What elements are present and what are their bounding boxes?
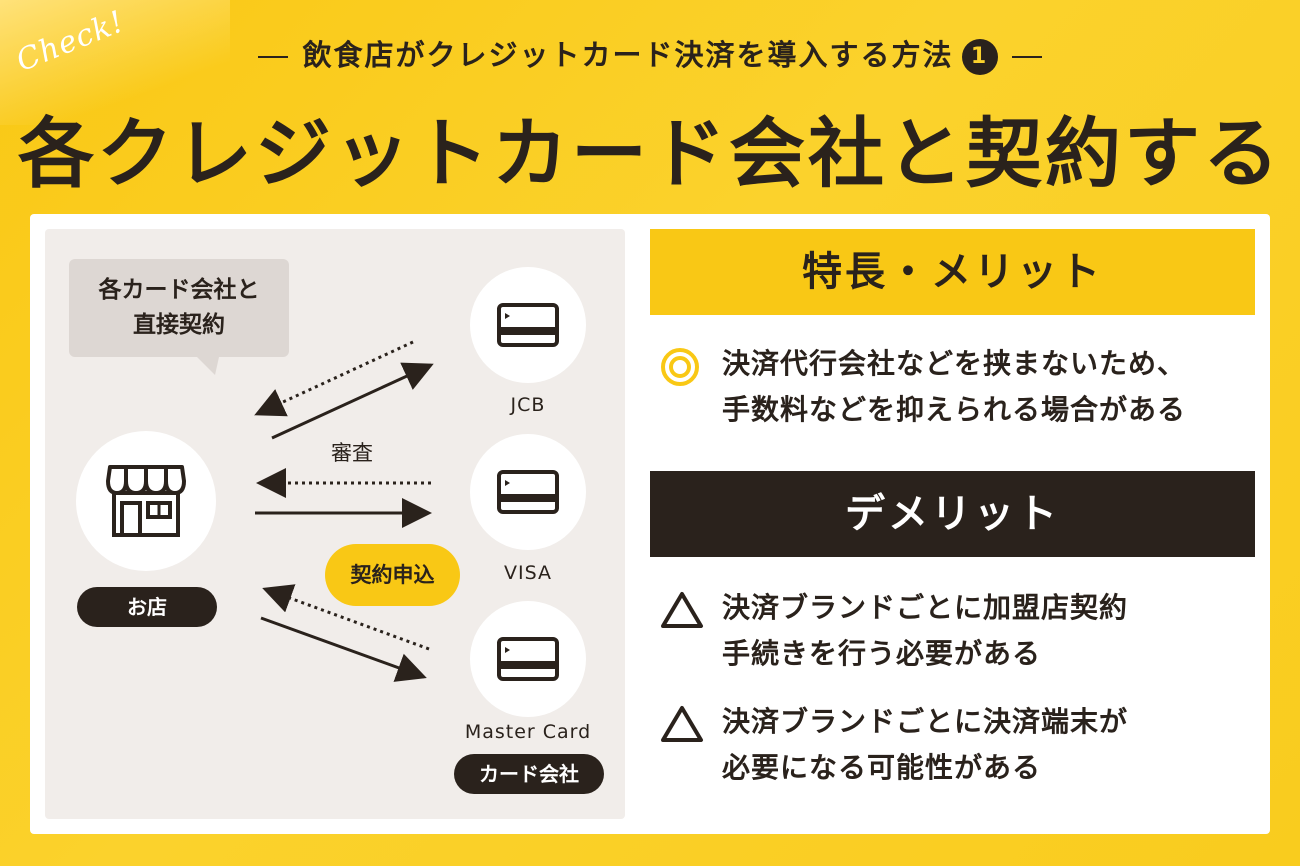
store-circle (76, 431, 216, 571)
apply-arrow-master (260, 616, 427, 682)
company-label: カード会社 (454, 754, 604, 794)
pros-cons-area: 特長・メリット 決済代行会社などを挟まないため、 手数料などを抑えられる場合があ… (650, 229, 1255, 819)
brand-label-jcb: JCB (510, 394, 546, 416)
credit-card-icon (497, 470, 559, 514)
demerit-item: 決済ブランドごとに加盟店契約 手続きを行う必要がある (660, 585, 1250, 685)
demerit-text: 決済ブランドごとに決済端末が 必要になる可能性がある (722, 699, 1128, 791)
subtitle-number-badge: 1 (961, 39, 998, 75)
bubble-line2: 直接契約 (133, 312, 225, 338)
demerit-text: 決済ブランドごとに加盟店契約 手続きを行う必要がある (722, 585, 1128, 677)
review-arrow-master (262, 584, 430, 651)
card-circle-master (470, 601, 586, 717)
demerit-text-line1: 決済ブランドごとに加盟店契約 (722, 591, 1129, 624)
shop-label: お店 (77, 587, 217, 627)
demerit-item: 決済ブランドごとに決済端末が 必要になる可能性がある (660, 699, 1250, 799)
demerit-text-line2: 必要になる可能性がある (722, 751, 1042, 784)
merit-heading: 特長・メリット (650, 229, 1255, 315)
speech-bubble: 各カード会社と 直接契約 (69, 259, 289, 375)
apply-label: 契約申込 (325, 544, 460, 606)
merit-text-line2: 手数料などを抑えられる場合がある (722, 393, 1187, 426)
demerit-heading: デメリット (650, 471, 1255, 557)
flow-arrows (254, 340, 434, 682)
credit-card-icon (497, 303, 559, 347)
dash-left (258, 56, 289, 58)
credit-card-icon (497, 637, 559, 681)
triangle-icon (661, 592, 703, 628)
merit-text: 決済代行会社などを挟まないため、 手数料などを抑えられる場合がある (722, 341, 1186, 433)
page-title: 各クレジットカード会社と契約する (18, 109, 1282, 198)
bubble-line1: 各カード会社と (98, 277, 260, 303)
card-circle-visa (470, 434, 586, 550)
double-circle-icon (661, 348, 699, 386)
subtitle-text: 飲食店がクレジットカード決済を導入する方法 (302, 38, 954, 72)
dash-right (1011, 56, 1042, 58)
apply-arrow-jcb (271, 362, 434, 440)
review-arrow-jcb (254, 340, 414, 417)
review-label: 審査 (331, 441, 373, 465)
brand-label-master: Master Card (464, 721, 592, 743)
diagram-area: 各カード会社と 直接契約 お店 JCB VISA Maste (45, 229, 625, 819)
triangle-icon (661, 706, 703, 742)
merit-item: 決済代行会社などを挟まないため、 手数料などを抑えられる場合がある (660, 341, 1250, 441)
merit-text-line1: 決済代行会社などを挟まないため、 (722, 347, 1187, 380)
brand-label-visa: VISA (503, 562, 552, 584)
content-panel: 各カード会社と 直接契約 お店 JCB VISA Maste (30, 214, 1270, 834)
demerit-text-line1: 決済ブランドごとに決済端末が (722, 705, 1129, 738)
corner-accent (0, 0, 230, 125)
card-circle-jcb (470, 267, 586, 383)
demerit-text-line2: 手続きを行う必要がある (722, 637, 1042, 670)
store-icon (106, 465, 186, 537)
